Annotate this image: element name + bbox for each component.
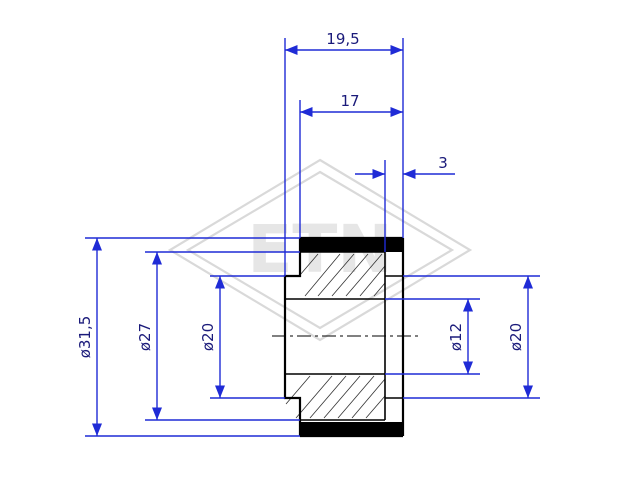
bottom-band bbox=[300, 422, 403, 436]
dim-small-width: 3 bbox=[438, 154, 448, 172]
part-section bbox=[272, 236, 420, 438]
dim-mid-width: 17 bbox=[340, 92, 359, 110]
hatch-lower bbox=[285, 375, 386, 419]
dim-bore-left: ø20 bbox=[199, 323, 217, 351]
dim-top-width: 19,5 bbox=[326, 30, 359, 48]
dim-outer-dia: ø31,5 bbox=[76, 316, 94, 359]
top-band bbox=[300, 238, 403, 252]
dim-bore-right: ø20 bbox=[507, 323, 525, 351]
dimension-lines bbox=[91, 44, 534, 436]
dim-bore-inner: ø12 bbox=[447, 323, 465, 351]
extension-lines bbox=[85, 38, 540, 437]
dim-flange-dia: ø27 bbox=[136, 323, 154, 351]
hatch-upper bbox=[299, 253, 386, 297]
